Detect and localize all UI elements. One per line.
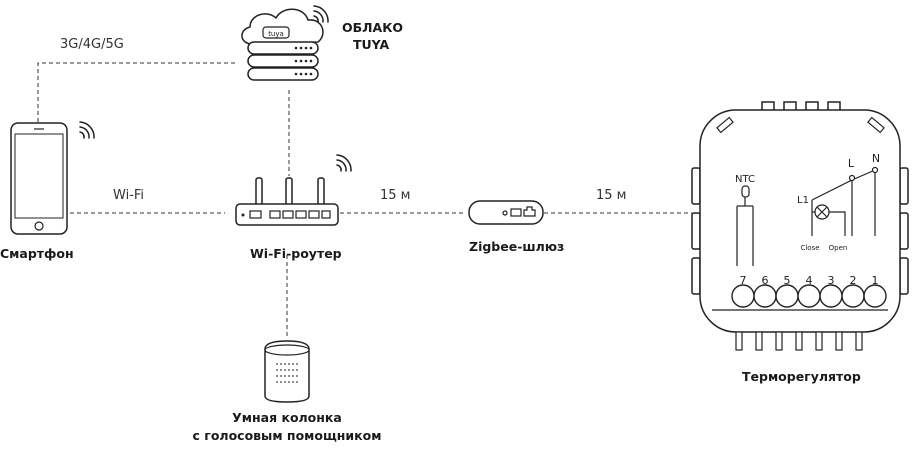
smartphone-icon	[10, 122, 68, 235]
thermostat-left-tab	[691, 167, 701, 205]
terminal-1	[863, 284, 887, 308]
gateway-label: Zigbee-шлюз	[469, 239, 565, 254]
link-label-distance-1: 15 м	[380, 188, 411, 203]
gateway-icon	[468, 200, 544, 225]
ntc-sensor	[736, 185, 754, 266]
link-phone-cloud	[37, 62, 238, 122]
thermostat-labels: NTC L N L1 Close Open 7 6 5 4 3 2 1	[735, 152, 880, 287]
smartphone-label: Смартфон	[0, 246, 74, 261]
terminal-2	[841, 284, 865, 308]
terminal-7	[731, 284, 755, 308]
close-label: Close	[800, 244, 819, 252]
open-label: Open	[829, 244, 848, 252]
smart-speaker-icon	[264, 340, 310, 403]
speaker-label-line2: с голосовым помощником	[192, 428, 382, 443]
cloud-title-line1: ОБЛАКО	[342, 20, 404, 35]
ntc-label: NTC	[735, 174, 755, 185]
thermostat-icon	[691, 101, 909, 351]
link-label-distance-2: 15 м	[596, 188, 627, 203]
cloud-wifi-signal-icon	[313, 5, 329, 23]
cloud-icon	[241, 8, 324, 81]
router-wifi-signal-icon	[336, 154, 352, 172]
terminal-5	[775, 284, 799, 308]
terminal-number-4: 4	[806, 274, 813, 287]
terminal-6	[753, 284, 777, 308]
router-icon	[235, 177, 339, 226]
terminal-number-6: 6	[762, 274, 769, 287]
n-label: N	[872, 152, 880, 165]
router-label: Wi-Fi-роутер	[250, 246, 342, 261]
connection-lines	[37, 62, 692, 338]
terminal-4	[797, 284, 821, 308]
l-label: L	[848, 157, 855, 170]
tuya-logo-text: tuya	[268, 30, 284, 38]
terminal-number-2: 2	[850, 274, 857, 287]
link-label-wifi: Wi-Fi	[113, 188, 145, 203]
l1-label: L1	[797, 195, 809, 206]
thermostat-label: Терморегулятор	[742, 369, 861, 384]
terminal-number-5: 5	[784, 274, 791, 287]
link-label-mobile: 3G/4G/5G	[60, 37, 124, 52]
speaker-label-line1: Умная колонка	[232, 410, 342, 425]
terminal-3	[819, 284, 843, 308]
terminal-number-1: 1	[872, 274, 879, 287]
tuya-logo-box	[262, 26, 290, 39]
phone-wifi-signal-icon	[79, 121, 95, 139]
terminal-number-7: 7	[740, 274, 747, 287]
terminal-number-3: 3	[828, 274, 835, 287]
cloud-title-line2: TUYA	[353, 37, 390, 52]
